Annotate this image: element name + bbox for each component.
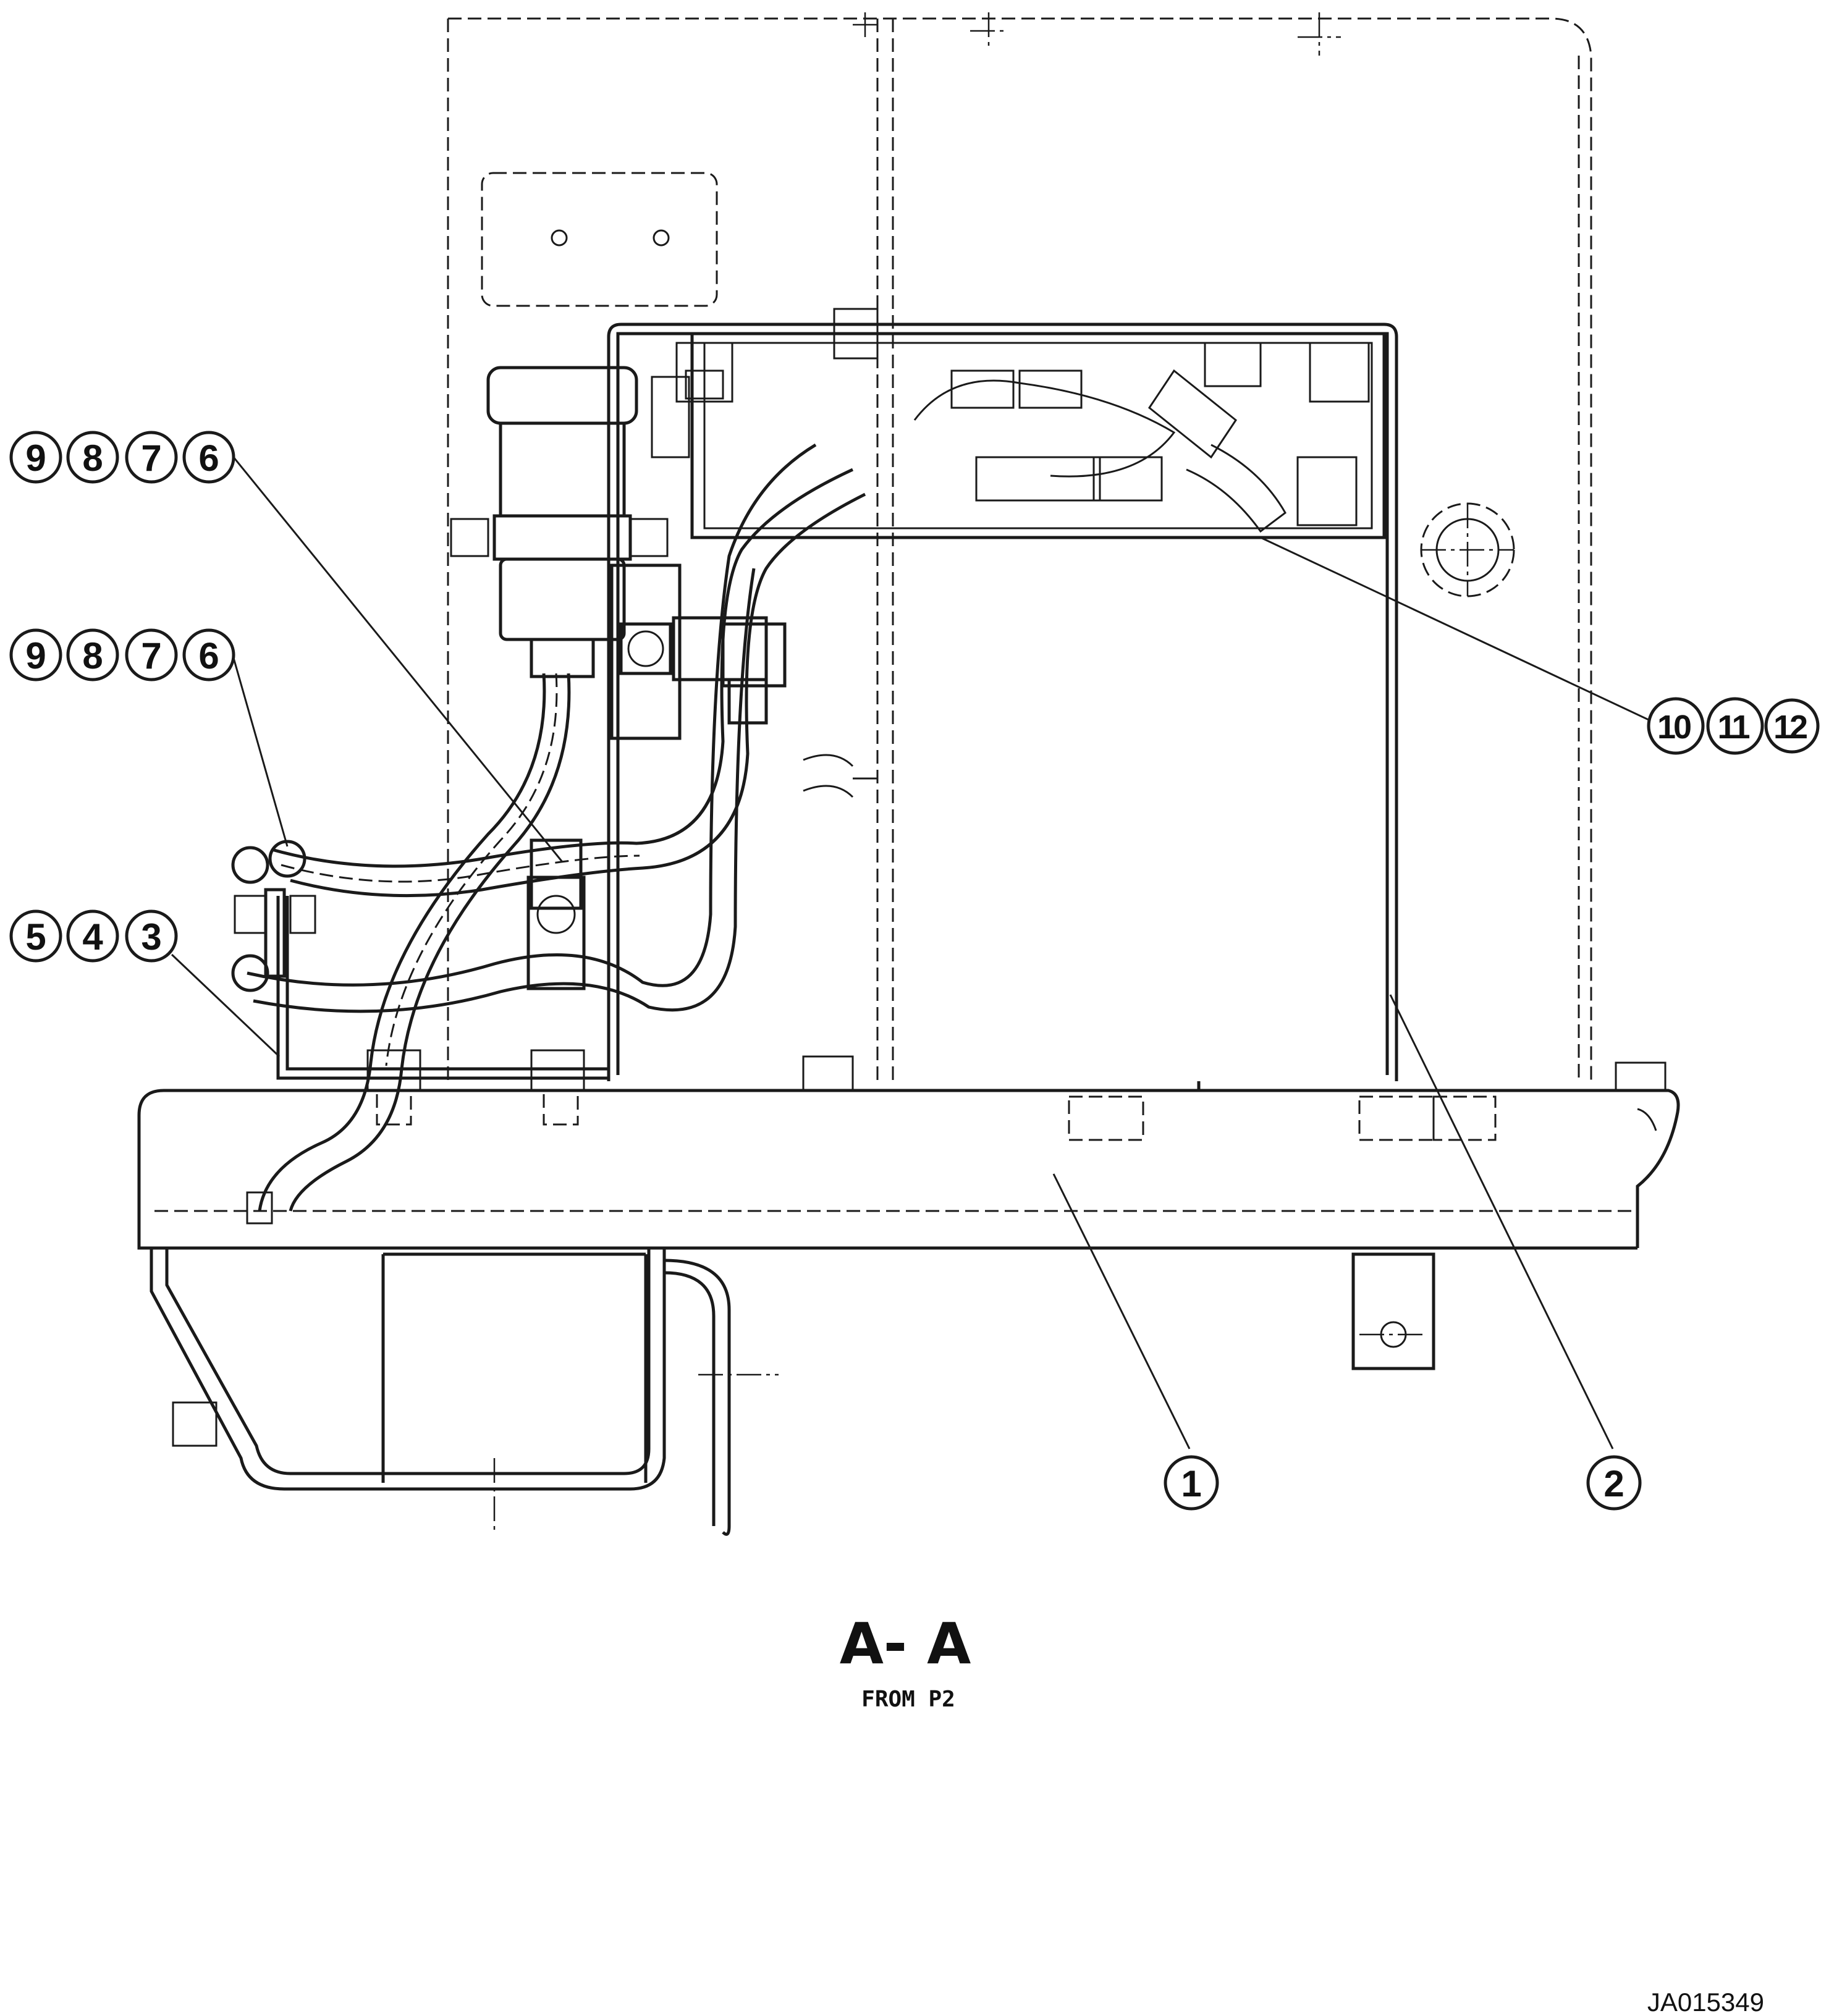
- electrical-box: [607, 323, 1515, 1092]
- drawing-number: JA015349: [1647, 1988, 1764, 2016]
- filter-housing: [450, 366, 682, 740]
- svg-text:4: 4: [82, 916, 103, 958]
- callout-item-2: 2: [1586, 1455, 1642, 1511]
- view-subtitle: FROM P2: [861, 1687, 955, 1712]
- callout-group-d: 10 11 12: [1647, 697, 1820, 755]
- svg-text:1: 1: [1181, 1463, 1201, 1504]
- svg-text:3: 3: [141, 916, 161, 958]
- svg-text:8: 8: [82, 635, 103, 677]
- main-frame: [137, 1049, 1680, 1250]
- callout-group-b: 9 8 7 6: [9, 628, 235, 681]
- svg-text:5: 5: [25, 916, 46, 958]
- lower-tank: [150, 1248, 1435, 1536]
- svg-text:11: 11: [1717, 709, 1749, 746]
- view-title: A- A: [840, 1611, 971, 1677]
- svg-text:6: 6: [198, 437, 219, 479]
- back-panel: [447, 12, 1592, 1081]
- center-mark: [803, 754, 877, 798]
- svg-text:7: 7: [141, 635, 161, 677]
- svg-text:7: 7: [141, 437, 161, 479]
- svg-text:6: 6: [198, 635, 219, 677]
- svg-text:8: 8: [82, 437, 103, 479]
- svg-text:10: 10: [1657, 709, 1691, 746]
- connector-array: [651, 308, 1370, 533]
- hose-bundle: [247, 443, 866, 1212]
- svg-text:9: 9: [25, 437, 46, 479]
- hose-clamps: [231, 616, 787, 992]
- callout-item-1: 1: [1164, 1455, 1219, 1511]
- bracket: [276, 896, 609, 1080]
- svg-text:9: 9: [25, 635, 46, 677]
- callout-group-a: 9 8 7 6: [9, 431, 235, 484]
- svg-text:12: 12: [1773, 709, 1807, 746]
- leader-lines: [171, 457, 1669, 1449]
- svg-text:2: 2: [1603, 1463, 1624, 1504]
- callout-group-c: 5 4 3: [9, 909, 178, 963]
